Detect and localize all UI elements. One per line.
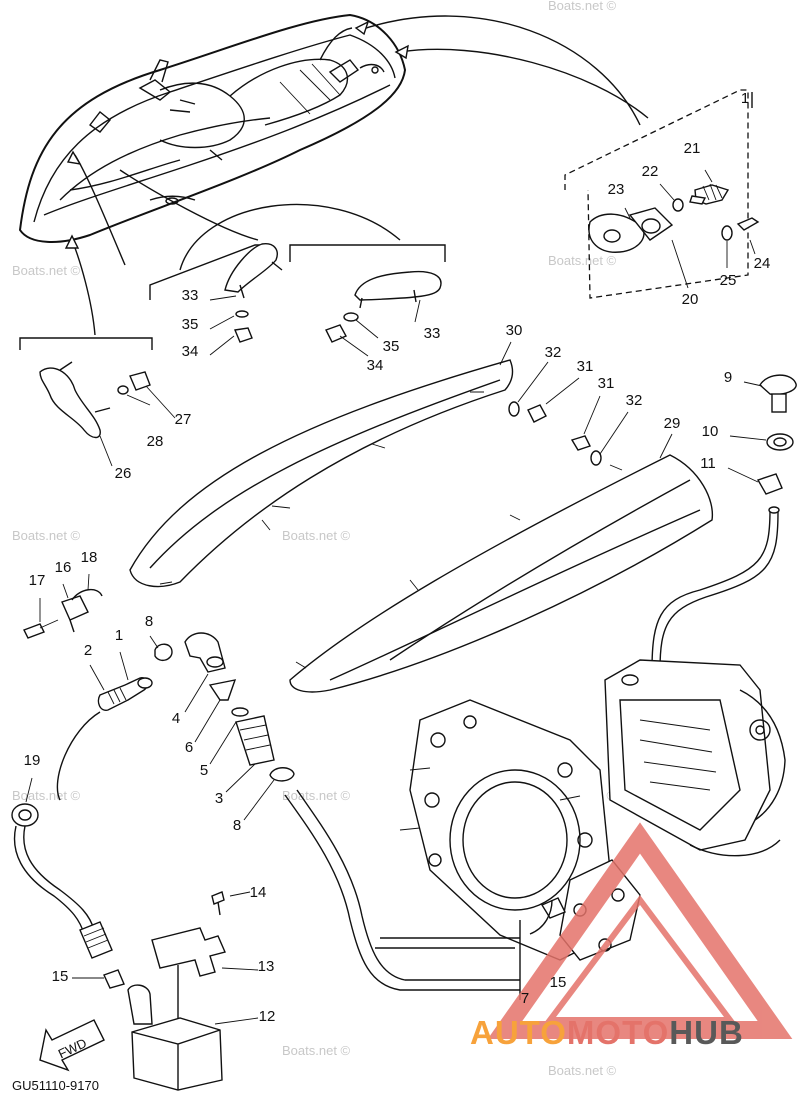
- logo-text: AUTOMOTOHUB: [470, 1014, 744, 1051]
- reference-arrows: [64, 15, 649, 336]
- watermark-text: Boats.net ©: [12, 788, 81, 803]
- callout-c8a: 8: [145, 613, 153, 630]
- callout-c30: 30: [506, 322, 523, 339]
- tank-bracket: [151, 891, 259, 1022]
- callout-c15b: 15: [550, 974, 567, 991]
- drain-hose: [284, 789, 553, 1000]
- intake-plate: [399, 699, 641, 961]
- callout-c35b: 35: [383, 338, 400, 355]
- callout-c29: 29: [664, 415, 681, 432]
- callout-c4: 4: [172, 710, 180, 727]
- callout-c34a: 34: [182, 343, 199, 360]
- callout-c1b: 1: [115, 627, 123, 644]
- callout-c5: 5: [200, 762, 208, 779]
- callout-c26: 26: [115, 465, 132, 482]
- callout-c2: 2: [84, 642, 92, 659]
- callout-c13: 13: [258, 958, 275, 975]
- callout-c17: 17: [29, 572, 46, 589]
- callout-c9: 9: [724, 369, 732, 386]
- watermark-text: Boats.net ©: [282, 1043, 351, 1058]
- side-rail-right: [289, 395, 714, 693]
- grommet-hose: [11, 777, 125, 989]
- callout-c21: 21: [684, 140, 701, 157]
- watermark-text: Boats.net ©: [282, 788, 351, 803]
- callout-c22: 22: [642, 163, 659, 180]
- jet-pump-housing: [604, 659, 786, 857]
- forward-arrow-icon: FWD: [39, 1019, 105, 1072]
- callout-c6: 6: [185, 739, 193, 756]
- valve-assembly-group: [564, 89, 760, 299]
- rear-handle: [19, 337, 176, 467]
- water-tank: [127, 984, 259, 1091]
- callout-c20: 20: [682, 291, 699, 308]
- callout-c3: 3: [215, 790, 223, 807]
- callout-c24: 24: [754, 255, 771, 272]
- callout-c14: 14: [250, 884, 267, 901]
- watermark-text: Boats.net ©: [12, 263, 81, 278]
- callout-c15a: 15: [52, 968, 69, 985]
- grip-bracket-right: [289, 244, 446, 357]
- callout-c28: 28: [147, 433, 164, 450]
- watermark-text: Boats.net ©: [548, 1063, 617, 1078]
- callout-c33a: 33: [182, 287, 199, 304]
- callout-c33b: 33: [424, 325, 441, 342]
- callout-c1: 1: [741, 90, 749, 107]
- drawing-code: GU51110-9170: [12, 1078, 99, 1093]
- watercraft-hull: [18, 13, 407, 243]
- callout-c31a: 31: [577, 358, 594, 375]
- grip-bracket-left: [149, 243, 283, 356]
- callout-c32b: 32: [626, 392, 643, 409]
- side-rail-left: [129, 341, 580, 588]
- callout-c27: 27: [175, 411, 192, 428]
- callout-c18: 18: [81, 549, 98, 566]
- callout-c8b: 8: [233, 817, 241, 834]
- watermark-text: Boats.net ©: [282, 528, 351, 543]
- callout-c31b: 31: [598, 375, 615, 392]
- drain-plug-assembly: [651, 374, 797, 671]
- watermark-text: Boats.net ©: [12, 528, 81, 543]
- callout-c12: 12: [259, 1008, 276, 1025]
- callout-c11: 11: [700, 455, 716, 472]
- callout-layer: 1212223242520333534333534303231313229910…: [24, 90, 771, 1025]
- callout-c35a: 35: [182, 316, 199, 333]
- callout-c32a: 32: [545, 344, 562, 361]
- callout-c10: 10: [702, 423, 719, 440]
- callout-c25: 25: [720, 272, 737, 289]
- callout-c34b: 34: [367, 357, 384, 374]
- automotohub-logo: [487, 822, 793, 1039]
- watermark-text: Boats.net ©: [548, 253, 617, 268]
- drain-valve-parts: [23, 573, 295, 821]
- watermark-text: Boats.net ©: [548, 0, 617, 13]
- callout-c16: 16: [55, 559, 72, 576]
- callout-c23: 23: [608, 181, 625, 198]
- callout-c19: 19: [24, 752, 41, 769]
- callout-c7: 7: [521, 990, 529, 1007]
